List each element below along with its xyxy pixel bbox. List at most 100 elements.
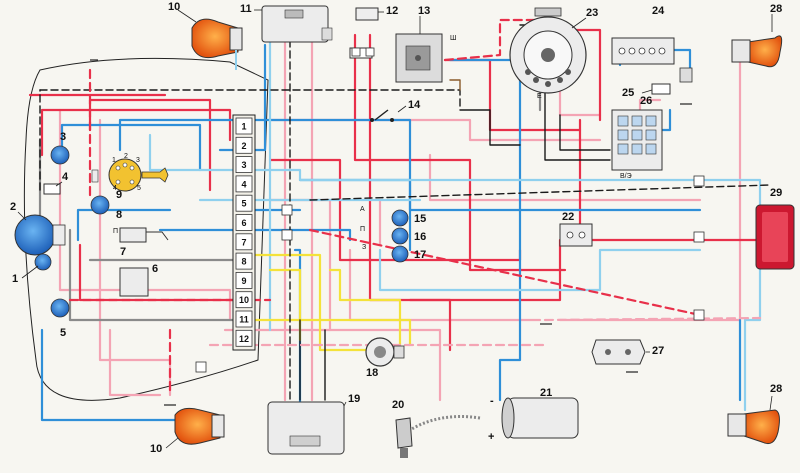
terminal-cell-label: 4 xyxy=(241,179,246,189)
terminal-cell xyxy=(235,175,253,193)
component-label-c10b: 10 xyxy=(150,443,162,455)
horn-18 xyxy=(365,337,405,367)
sensor-27 xyxy=(591,339,646,365)
leader-line xyxy=(177,9,197,23)
component-label-c26: 26 xyxy=(640,95,652,107)
tag-z: З xyxy=(362,244,366,251)
terminal-cell-label: 11 xyxy=(239,315,249,325)
tag-p: П xyxy=(360,226,365,233)
relay-6 xyxy=(119,267,149,297)
component-label-c9: 9 xyxy=(116,189,122,201)
component-label-c2: 2 xyxy=(10,201,16,213)
component-label-c15: 15 xyxy=(414,213,426,225)
switch-position-label: 5 xyxy=(137,185,141,192)
terminal-cell xyxy=(235,310,253,328)
terminal-cell xyxy=(235,233,253,251)
tag-minus: - xyxy=(490,395,494,407)
generator-23 xyxy=(509,7,587,94)
tag-sh: Ш xyxy=(450,35,456,42)
terminal-cell-label: 7 xyxy=(241,237,246,247)
component-label-c12: 12 xyxy=(386,5,398,17)
component-label-c19: 19 xyxy=(348,393,360,405)
terminal-cell xyxy=(235,329,253,347)
lamp-5 xyxy=(50,298,70,318)
terminal-cell xyxy=(235,271,253,289)
component-label-c25: 25 xyxy=(622,87,634,99)
component-label-c17: 17 xyxy=(414,249,426,261)
headlamp-2 xyxy=(14,214,66,256)
component-label-c28b: 28 xyxy=(770,383,782,395)
switch-7 xyxy=(119,227,169,243)
tag-plus: + xyxy=(488,431,494,443)
ignition-switch-9 xyxy=(91,158,169,192)
terminal-cell-label: 6 xyxy=(241,218,246,228)
turn-signal-front-right xyxy=(731,35,783,68)
component-label-c10a: 10 xyxy=(168,1,180,13)
turn-signal-rear-left xyxy=(174,407,225,445)
connector-markers xyxy=(195,47,705,373)
component-label-c5: 5 xyxy=(60,327,66,339)
component-label-c4: 4 xyxy=(62,171,69,183)
leader-line xyxy=(397,105,407,113)
leader-line xyxy=(769,395,773,411)
terminal-cell xyxy=(235,136,253,154)
ignition-coil-21 xyxy=(409,397,579,439)
component-label-c29: 29 xyxy=(770,187,782,199)
switch-14 xyxy=(370,109,394,122)
tag-p2: П xyxy=(113,228,118,235)
component-label-c18: 18 xyxy=(366,367,378,379)
component-label-c3: 3 xyxy=(60,131,66,143)
component-label-c23: 23 xyxy=(586,7,598,19)
voltage-regulator-13 xyxy=(395,33,443,83)
relay-22 xyxy=(559,223,593,247)
terminal-block-frame xyxy=(232,114,256,351)
terminal-cell xyxy=(235,156,253,174)
component-label-c14: 14 xyxy=(408,99,421,111)
leader-line xyxy=(641,89,653,94)
leader-line xyxy=(165,437,179,449)
component-label-c6: 6 xyxy=(152,263,158,275)
tag-ve: В/Э xyxy=(620,173,632,180)
lamp-8 xyxy=(90,195,110,215)
switch-position-label: 1 xyxy=(112,157,116,164)
ground-symbols xyxy=(90,59,692,406)
turn-signal-rear-right xyxy=(727,409,780,445)
leader-line xyxy=(343,401,347,407)
leader-line xyxy=(571,17,587,29)
component-label-c21: 21 xyxy=(540,387,552,399)
component-label-c8: 8 xyxy=(116,209,122,221)
component-label-c13: 13 xyxy=(418,5,430,17)
lamp-3 xyxy=(50,145,70,165)
leader-line xyxy=(17,211,27,221)
component-label-c20: 20 xyxy=(392,399,404,411)
tag-a: A xyxy=(360,206,365,213)
indicator-lamps-15-17 xyxy=(391,209,409,263)
component-label-c1: 1 xyxy=(12,273,18,285)
tag-e: Е xyxy=(537,93,542,100)
terminal-cell-label: 3 xyxy=(241,160,246,170)
switch-position-label: 2 xyxy=(124,153,128,160)
junction-block-26 xyxy=(611,109,663,171)
terminal-cell-label: 5 xyxy=(241,199,246,209)
fuse-25 xyxy=(651,67,693,95)
terminal-cell xyxy=(235,214,253,231)
terminal-cell-label: 9 xyxy=(241,276,246,286)
leader-line xyxy=(21,265,39,279)
battery-24 xyxy=(611,37,675,65)
component-19-box xyxy=(267,401,345,455)
terminal-cell xyxy=(235,252,253,270)
component-label-c11: 11 xyxy=(240,3,252,15)
terminal-cell xyxy=(235,117,253,135)
turn-signal-front-left xyxy=(191,18,243,70)
terminal-cell-label: 1 xyxy=(241,122,246,132)
fairing-outline xyxy=(23,57,269,401)
fuse-4 xyxy=(43,183,61,195)
component-label-c28a: 28 xyxy=(770,3,782,15)
terminal-cell-label: 8 xyxy=(241,257,246,267)
parking-lamp-1 xyxy=(34,253,52,271)
component-label-c27: 27 xyxy=(652,345,664,357)
component-label-c22: 22 xyxy=(562,211,574,223)
tail-lamp-29 xyxy=(755,204,795,270)
